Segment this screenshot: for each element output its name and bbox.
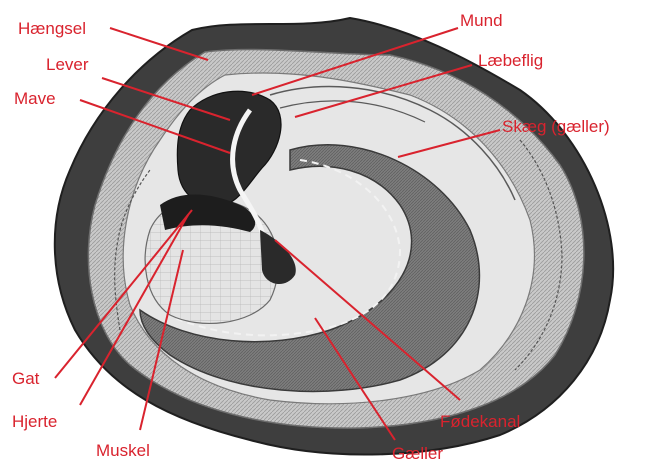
- label-lever: Lever: [46, 56, 89, 74]
- label-mund: Mund: [460, 12, 503, 30]
- label-muskel: Muskel: [96, 442, 150, 460]
- label-gaeller: Gæller: [392, 445, 443, 463]
- label-gat: Gat: [12, 370, 39, 388]
- label-haengsel: Hængsel: [18, 20, 86, 38]
- label-skaeg: Skæg (gæller): [502, 118, 610, 136]
- label-mave: Mave: [14, 90, 56, 108]
- label-fodekanal: Fødekanal: [440, 413, 520, 431]
- label-hjerte: Hjerte: [12, 413, 57, 431]
- label-laebeflig: Læbeflig: [478, 52, 543, 70]
